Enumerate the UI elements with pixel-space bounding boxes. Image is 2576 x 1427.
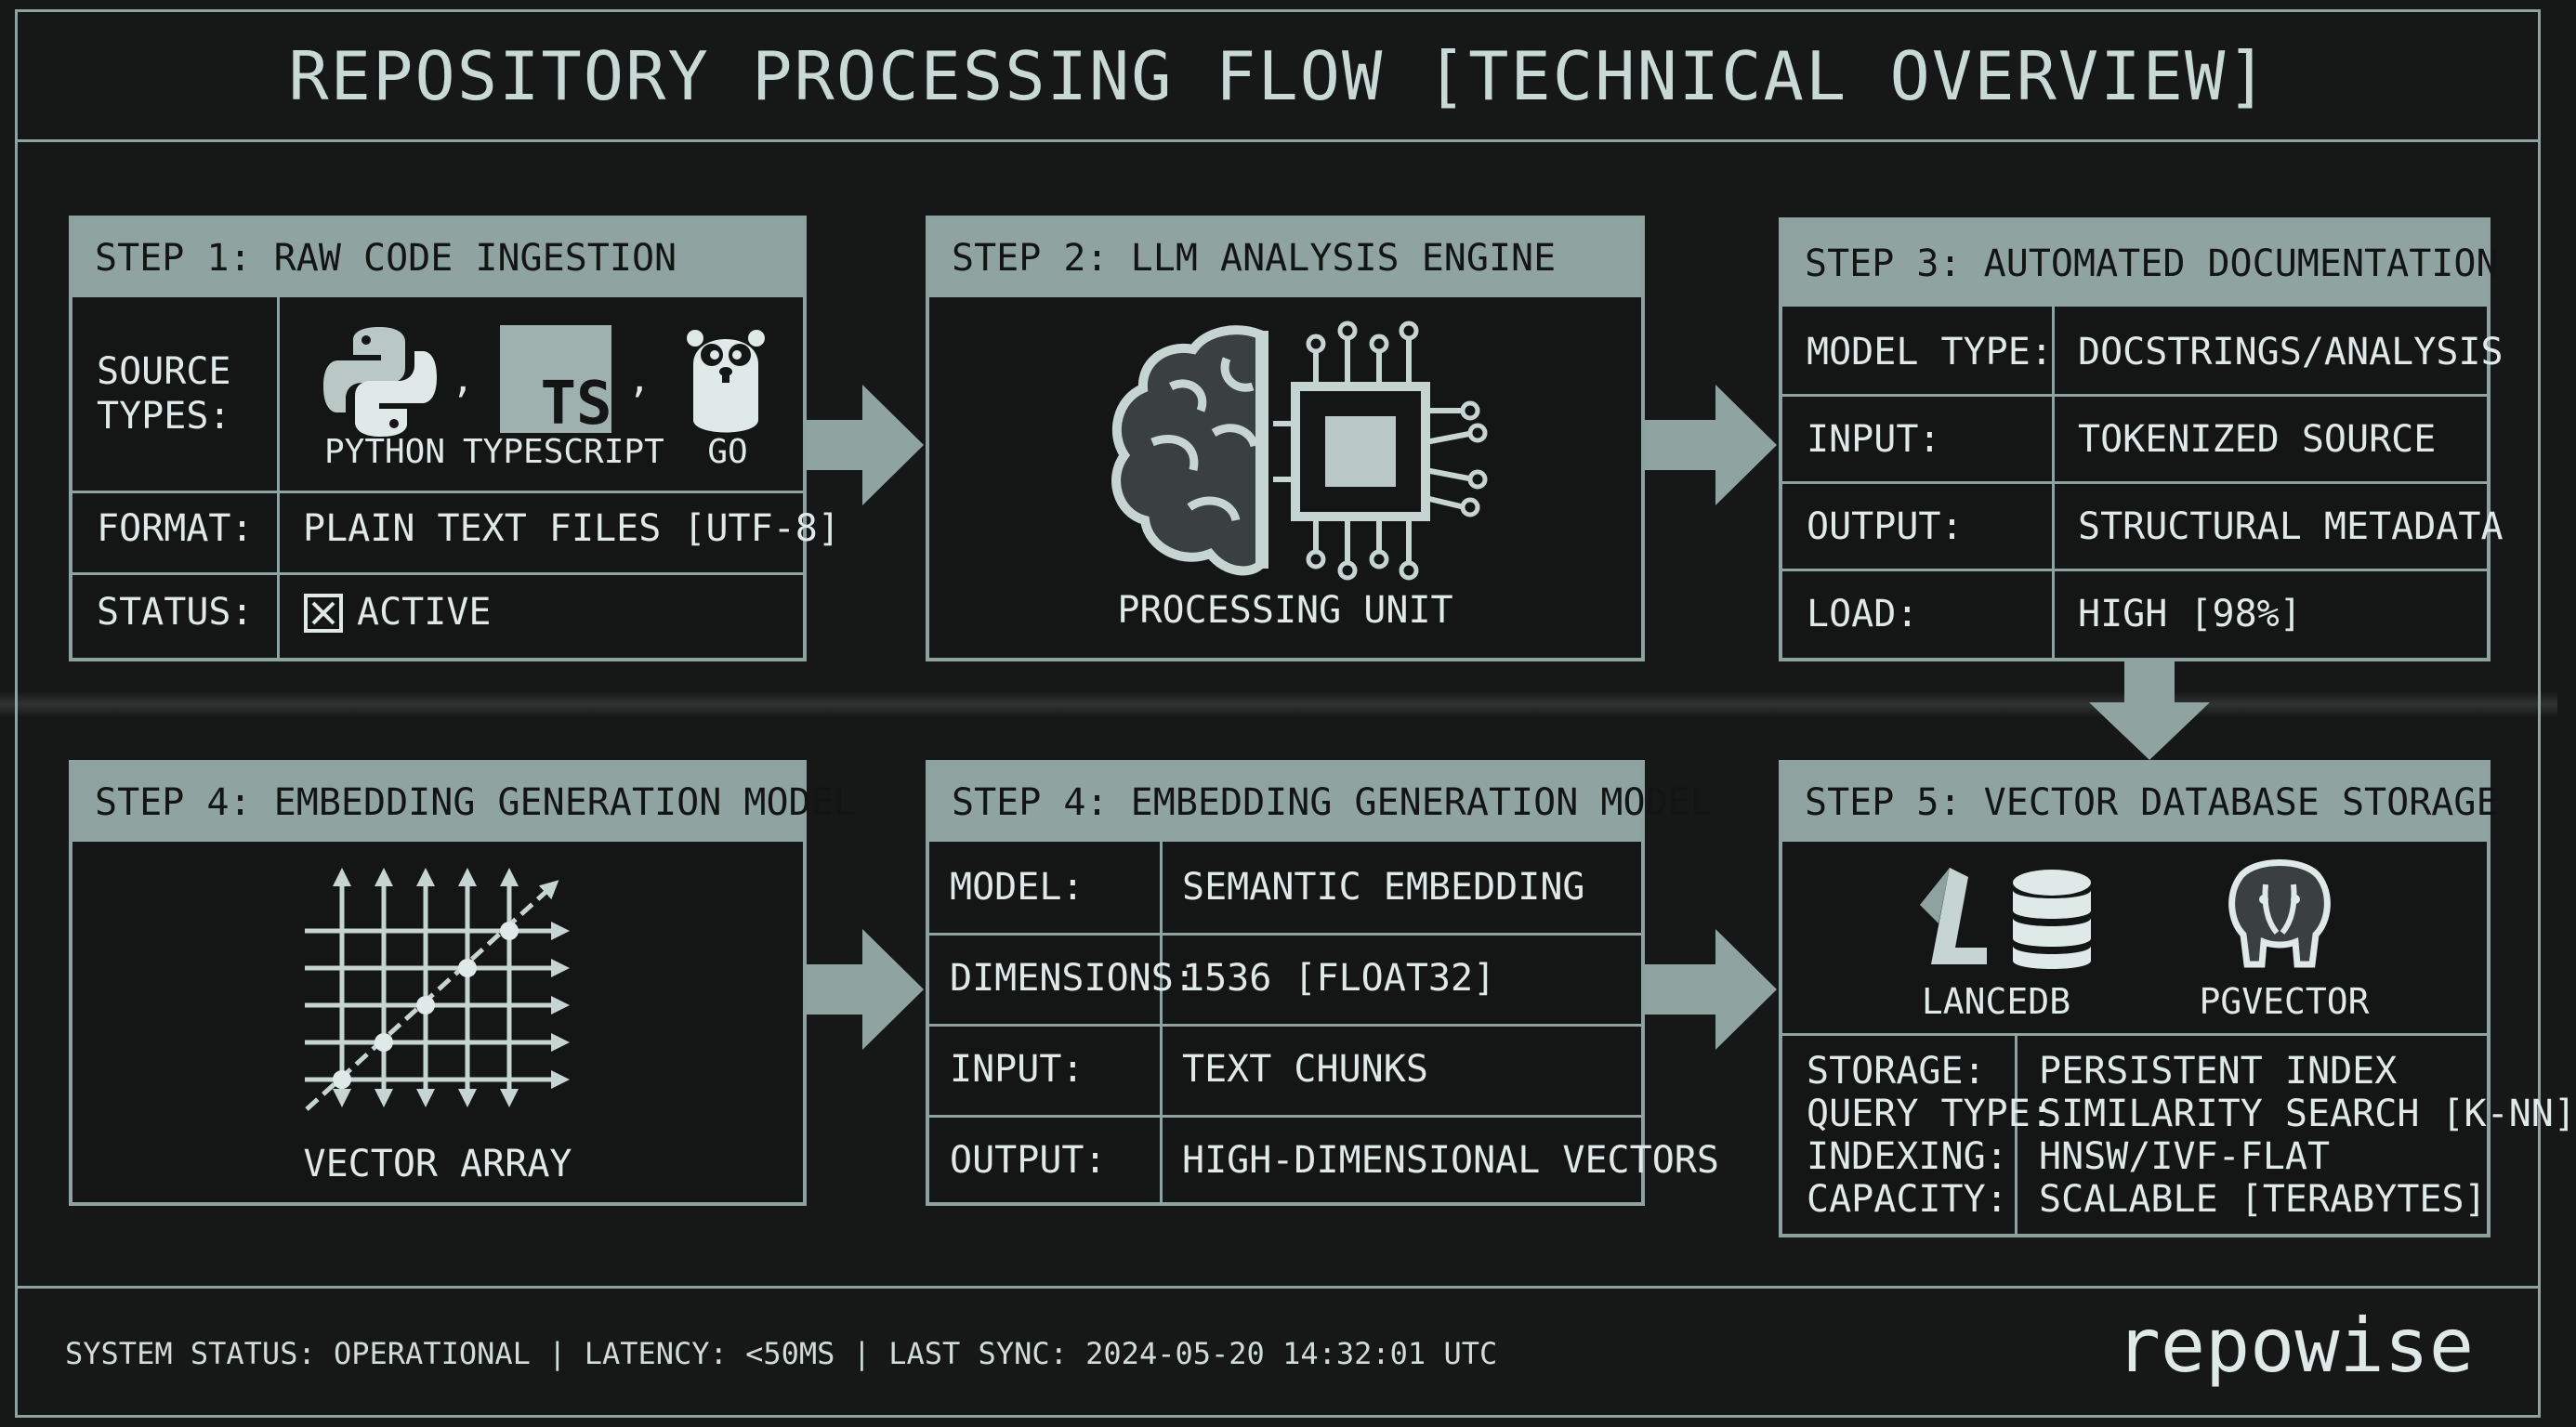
step2-panel: STEP 2: LLM ANALYSIS ENGINE PROCESSING U… bbox=[926, 216, 1645, 661]
page-title: REPOSITORY PROCESSING FLOW [TECHNICAL OV… bbox=[288, 37, 2269, 115]
step3-header: STEP 3: AUTOMATED DOCUMENTATION bbox=[1782, 221, 2499, 307]
step3-row-divider bbox=[1782, 481, 2487, 484]
step1-panel: STEP 1: RAW CODE INGESTION SOURCE TYPES:… bbox=[69, 216, 840, 661]
step3-value: STRUCTURAL METADATA bbox=[2078, 505, 2504, 548]
step5-label: CAPACITY: bbox=[1807, 1178, 2008, 1221]
pgvector-label: PGVECTOR bbox=[2199, 981, 2370, 1022]
step3-label: MODEL TYPE: bbox=[1807, 331, 2053, 373]
brain-chip-icon bbox=[1111, 321, 1488, 581]
step3-label: OUTPUT: bbox=[1807, 505, 1964, 548]
step4-value: 1536 [FLOAT32] bbox=[1182, 957, 1496, 1000]
step5-label: STORAGE: bbox=[1807, 1050, 1986, 1093]
step4-model-panel: STEP 4: EMBEDDING GENERATION MODEL MODEL… bbox=[926, 760, 1719, 1206]
lancedb-logo-icon bbox=[1920, 868, 2091, 969]
step3-value: DOCSTRINGS/ANALYSIS bbox=[2078, 331, 2504, 373]
step3-panel: STEP 3: AUTOMATED DOCUMENTATION MODEL TY… bbox=[1779, 217, 2504, 661]
outer-frame bbox=[15, 9, 2541, 1418]
go-label: GO bbox=[707, 433, 748, 471]
go-gopher-icon bbox=[687, 330, 765, 433]
step5-row-divider bbox=[1782, 1033, 2487, 1036]
step4-vector-panel: STEP 4: EMBEDDING GENERATION MODEL bbox=[69, 760, 856, 1206]
step3-value: TOKENIZED SOURCE bbox=[2078, 418, 2437, 461]
step4-row-divider bbox=[929, 933, 1641, 936]
step4-value: SEMANTIC EMBEDDING bbox=[1182, 866, 1585, 909]
step5-col-divider bbox=[2015, 1033, 2017, 1237]
step1-format-value: PLAIN TEXT FILES [UTF-8] bbox=[303, 507, 840, 550]
python-logo-icon bbox=[323, 327, 437, 437]
step4-label: INPUT: bbox=[950, 1048, 1084, 1091]
typescript-logo-icon: TS bbox=[500, 325, 612, 439]
step3-col-divider bbox=[2052, 307, 2055, 661]
python-comma: , bbox=[452, 359, 475, 401]
step3-row-divider bbox=[1782, 569, 2487, 571]
step4-label: MODEL: bbox=[950, 866, 1084, 909]
arrow-step4a-to-step4b bbox=[807, 929, 924, 1050]
step5-value: PERSISTENT INDEX bbox=[2039, 1050, 2398, 1093]
step4-model-header: STEP 4: EMBEDDING GENERATION MODEL bbox=[929, 764, 1713, 842]
lancedb-label: LANCEDB bbox=[1921, 981, 2071, 1022]
step5-value: SIMILARITY SEARCH [K-NN] bbox=[2039, 1093, 2576, 1135]
step2-caption: PROCESSING UNIT bbox=[1117, 589, 1453, 632]
step4-label: OUTPUT: bbox=[950, 1139, 1107, 1182]
arrow-step1-to-step2 bbox=[807, 385, 924, 505]
step3-value: HIGH [98%] bbox=[2078, 593, 2302, 635]
step3-label: INPUT: bbox=[1807, 418, 1941, 461]
step1-status-value: ACTIVE bbox=[357, 591, 492, 634]
step4-vector-header: STEP 4: EMBEDDING GENERATION MODEL bbox=[72, 764, 856, 842]
checkbox-x-icon bbox=[304, 594, 343, 633]
step4-label: DIMENSIONS: bbox=[950, 957, 1196, 1000]
arrow-step3-to-step5 bbox=[2089, 661, 2210, 760]
vector-grid-icon bbox=[305, 868, 570, 1111]
step1-row-divider bbox=[72, 491, 803, 493]
python-label: PYTHON bbox=[323, 433, 446, 471]
step5-header: STEP 5: VECTOR DATABASE STORAGE bbox=[1782, 764, 2499, 842]
postgres-elephant-icon bbox=[2228, 859, 2331, 968]
typescript-label: TYPESCRIPT bbox=[463, 433, 664, 471]
step4-row-divider bbox=[929, 1115, 1641, 1118]
step5-panel: STEP 5: VECTOR DATABASE STORAGE LANCEDB … bbox=[1779, 760, 2576, 1237]
step4-value: HIGH-DIMENSIONAL VECTORS bbox=[1182, 1139, 1719, 1182]
typescript-badge: TS bbox=[540, 370, 611, 439]
arrow-step2-to-step3 bbox=[1645, 385, 1777, 505]
step5-label: INDEXING: bbox=[1807, 1135, 2008, 1178]
typescript-comma: , bbox=[628, 359, 651, 401]
step1-source-label: SOURCE TYPES: bbox=[97, 349, 264, 439]
step5-label: QUERY TYPE: bbox=[1807, 1093, 2053, 1135]
footer-divider bbox=[15, 1286, 2541, 1289]
step1-status-label: STATUS: bbox=[97, 591, 254, 634]
step1-header: STEP 1: RAW CODE INGESTION bbox=[72, 219, 803, 297]
step3-label: LOAD: bbox=[1807, 593, 1919, 635]
step1-row-divider bbox=[72, 572, 803, 575]
title-divider bbox=[15, 139, 2541, 142]
step5-value: HNSW/IVF-FLAT bbox=[2039, 1135, 2331, 1178]
step1-source-label-text: SOURCE TYPES: bbox=[97, 350, 231, 438]
step2-header: STEP 2: LLM ANALYSIS ENGINE bbox=[929, 219, 1641, 297]
step3-row-divider bbox=[1782, 394, 2487, 397]
step4-row-divider bbox=[929, 1024, 1641, 1027]
step5-value: SCALABLE [TERABYTES] bbox=[2039, 1178, 2487, 1221]
system-status-bar: SYSTEM STATUS: OPERATIONAL | LATENCY: <5… bbox=[65, 1336, 1498, 1371]
step4-value: TEXT CHUNKS bbox=[1182, 1048, 1428, 1091]
step1-col-divider bbox=[277, 297, 280, 661]
arrow-step4b-to-step5 bbox=[1645, 929, 1777, 1050]
step4-vector-caption: VECTOR ARRAY bbox=[303, 1143, 572, 1185]
step1-format-label: FORMAT: bbox=[97, 507, 254, 550]
brand-logo: repowise bbox=[2115, 1303, 2474, 1389]
